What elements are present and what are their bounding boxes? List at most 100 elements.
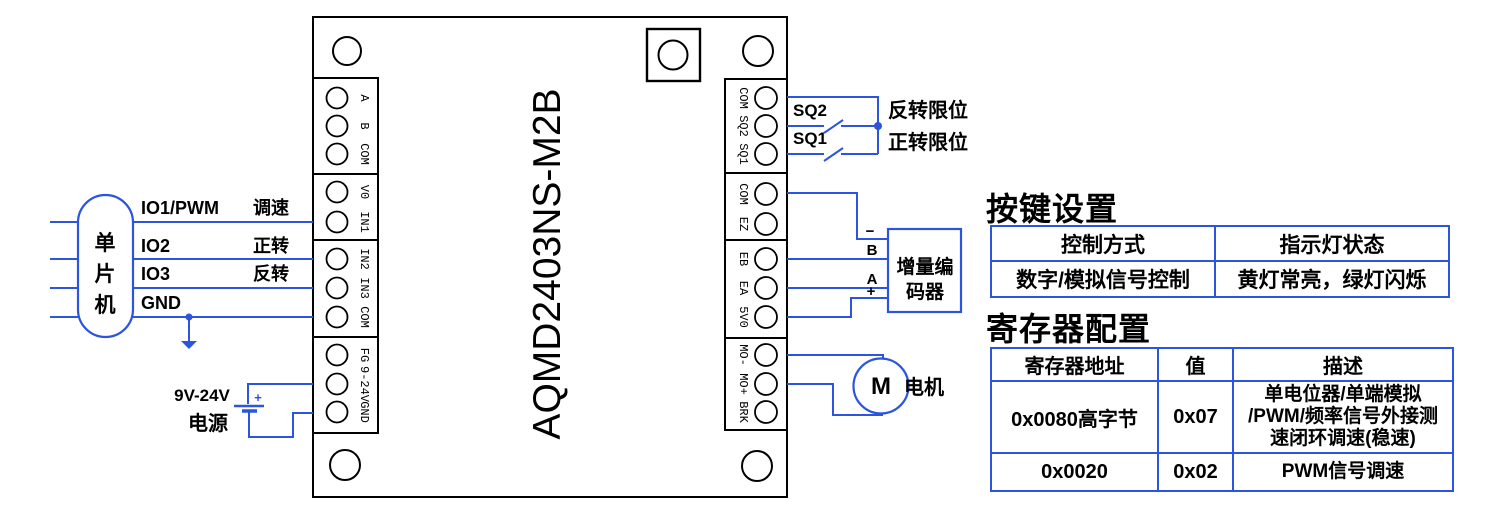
terminal-label-mo-minus: MO-	[736, 344, 750, 366]
terminal-fg	[325, 343, 349, 367]
terminal-mo-minus	[754, 343, 778, 367]
wire-mo-plus	[787, 383, 883, 416]
encoder-pin-minus: −	[866, 223, 875, 240]
terminal-label-mo-plus: MO+	[736, 373, 750, 395]
terminal-com2	[325, 305, 349, 329]
power-supply: + 9V-24V 电源	[174, 383, 313, 438]
terminal-ea	[754, 276, 778, 300]
mounting-hole-top-left	[332, 36, 362, 66]
reverse-limit-label: 反转限位	[888, 98, 968, 122]
sq1-switch-blade	[823, 147, 844, 162]
cell-addr-0x0020: 0x0020	[990, 452, 1159, 492]
board-outline	[312, 16, 788, 498]
registers-table: 寄存器地址 值 描述 0x0080高字节 0x07 单电位器/单端模拟 /PWM…	[990, 347, 1454, 492]
incremental-encoder: − B A + 增量编 码器	[787, 192, 963, 318]
cell-desc-closed-loop: 单电位器/单端模拟 /PWM/频率信号外接测 速闭环调速(稳速)	[1232, 380, 1454, 454]
terminal-mo-plus	[754, 372, 778, 396]
registers-row-2: 0x0020 0x02 PWM信号调速	[990, 452, 1454, 492]
key-settings-title: 按键设置	[986, 191, 1119, 227]
cell-value-0x07: 0x07	[1157, 380, 1234, 454]
desc-line-1: PWM信号调速	[1281, 461, 1405, 482]
port-label-gnd: GND	[141, 293, 181, 313]
ground-symbol	[181, 313, 197, 349]
encoder-label-line2: 码器	[906, 281, 945, 303]
encoder-pin-a: A	[867, 271, 878, 288]
terminal-in3	[325, 276, 349, 300]
terminal-label-sq1: SQ1	[736, 143, 750, 165]
cell-control-mode: 数字/模拟信号控制	[990, 260, 1216, 298]
push-button	[645, 27, 702, 83]
limit-switches: SQ2 SQ1 反转限位 正转限位	[787, 96, 968, 162]
terminal-label-5v0: 5V0	[736, 306, 750, 328]
terminal-ez	[754, 212, 778, 236]
desc-line-3: 速闭环调速(稳速)	[1270, 428, 1416, 449]
terminal-9-24v	[325, 372, 349, 396]
port-func-forward: 正转	[253, 235, 289, 256]
col-register-address: 寄存器地址	[990, 347, 1159, 382]
wire-encoder-plus	[787, 297, 888, 318]
port-label-io1: IO1/PWM	[141, 198, 219, 218]
terminal-label-sq2: SQ2	[736, 115, 750, 137]
key-settings-header-row: 控制方式 指示灯状态	[990, 225, 1450, 262]
terminal-b	[325, 114, 349, 138]
power-range-label: 9V-24V	[174, 386, 230, 405]
motor-label: 电机	[904, 375, 944, 399]
mcu-block: 单 片 机 IO1/PWM 调速 IO2 正转 IO3 反转 GND	[50, 193, 313, 349]
encoder-pin-plus: +	[867, 283, 876, 300]
key-settings-table: 控制方式 指示灯状态 数字/模拟信号控制 黄灯常亮，绿灯闪烁	[990, 225, 1450, 298]
wire-com-to-switches	[787, 96, 879, 154]
mounting-hole-top-right	[742, 35, 774, 67]
registers-header-row: 寄存器地址 值 描述	[990, 347, 1454, 382]
port-func-reverse: 反转	[253, 263, 289, 284]
mcu-left-stub-wires	[50, 221, 78, 318]
button-cap	[657, 39, 689, 71]
switch-junction-dot	[874, 122, 882, 130]
port-label-io3: IO3	[141, 264, 170, 284]
port-label-io2: IO2	[141, 236, 170, 256]
terminal-in2	[325, 247, 349, 271]
key-settings-data-row: 数字/模拟信号控制 黄灯常亮，绿灯闪烁	[990, 260, 1450, 298]
col-description: 描述	[1232, 347, 1454, 382]
terminal-label-in3: IN3	[357, 277, 371, 299]
mcu-char-1: 单	[95, 231, 116, 255]
mounting-hole-bottom-right	[741, 450, 773, 482]
terminal-label-fg: FG	[357, 348, 371, 362]
wire-encoder-minus	[787, 192, 888, 240]
terminal-label-gnd: GND	[357, 401, 371, 423]
terminal-com1	[325, 142, 349, 166]
encoder-box	[886, 227, 963, 314]
terminal-label-com-r2: COM	[736, 183, 750, 205]
wire-battery-plus	[247, 383, 313, 404]
sq1-label: SQ1	[793, 129, 827, 148]
terminal-label-brk: BRK	[736, 401, 750, 423]
mounting-hole-bottom-left	[329, 449, 361, 481]
motor-symbol: M	[871, 373, 891, 400]
terminal-label-com1: COM	[357, 143, 371, 165]
wire-mo-minus	[787, 354, 884, 358]
ground-arrow	[181, 341, 197, 349]
terminal-label-in2: IN2	[357, 248, 371, 270]
terminal-in1	[325, 210, 349, 234]
terminal-label-in1: IN1	[357, 211, 371, 233]
battery-plus-sign: +	[254, 390, 262, 405]
terminal-label-9-24v: 9-24V	[357, 366, 371, 403]
cell-indicator-state: 黄灯常亮，绿灯闪烁	[1214, 260, 1450, 298]
terminal-brk	[754, 400, 778, 424]
power-cn-label: 电源	[188, 412, 228, 435]
cell-desc-pwm: PWM信号调速	[1232, 452, 1454, 492]
right-terminal-blocks: COM SQ2 SQ1 COM EZ EB EA 5V0 MO- MO+ BRK	[724, 78, 788, 431]
encoder-pin-b: B	[867, 242, 878, 259]
desc-line-2: /PWM/频率信号外接测	[1248, 406, 1438, 427]
col-indicator-state: 指示灯状态	[1214, 225, 1450, 262]
terminal-v0	[325, 180, 349, 204]
terminal-a	[325, 86, 349, 110]
registers-row-1: 0x0080高字节 0x07 单电位器/单端模拟 /PWM/频率信号外接测 速闭…	[990, 380, 1454, 454]
terminal-label-v0: V0	[357, 185, 371, 199]
sq2-label: SQ2	[793, 101, 827, 120]
encoder-label-line1: 增量编	[896, 255, 953, 278]
left-terminal-blocks: A B COM V0 IN1 IN2 IN3 COM FG 9-24V GND	[312, 77, 379, 434]
terminal-com-r2	[754, 182, 778, 206]
terminal-label-b: B	[357, 122, 371, 129]
terminal-sq2	[754, 114, 778, 138]
terminal-label-eb: EB	[736, 252, 750, 266]
